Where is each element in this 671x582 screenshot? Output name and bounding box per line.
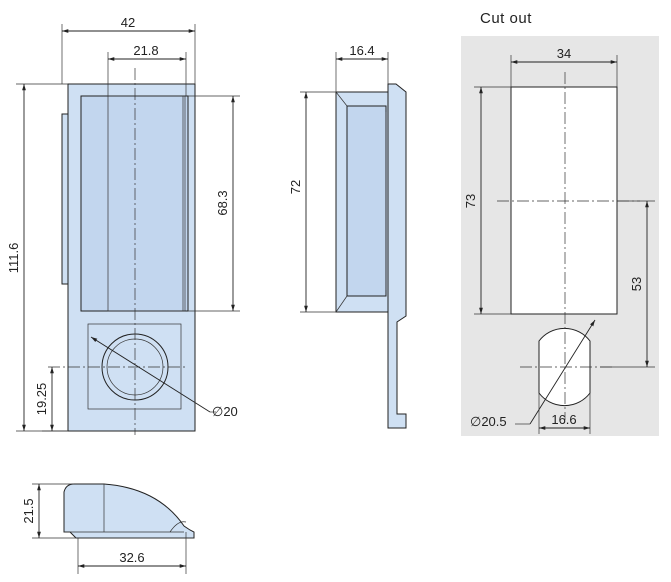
front-handle [107,95,186,312]
dim-bottom-height: 21.5 [21,498,36,523]
bottom-view: 21.5 32.6 [21,483,195,574]
dim-cutout-hole-diameter: ∅20.5 [470,414,507,429]
cutout-rect [510,86,618,315]
front-lock-square [87,323,182,410]
side-plate [387,83,407,429]
dim-front-hole-offset: 19.25 [34,383,49,416]
bottom-body [63,483,195,539]
dim-cutout-height: 73 [463,194,478,208]
front-pocket [80,95,189,312]
dim-cutout-flat-width: 16.6 [551,412,576,427]
dim-cutout-width: 34 [557,46,571,61]
dim-front-height: 111.6 [6,243,21,274]
dim-side-height: 72 [288,180,303,194]
cutout-view: Cut out 34 73 53 ∅20.5 16.6 [461,10,659,436]
dim-front-width: 42 [121,15,135,30]
dim-cutout-center-offset: 53 [629,277,644,291]
dim-bottom-length: 32.6 [119,550,144,565]
front-view: 42 21.8 111.6 68.3 19.25 ∅20 [6,15,240,435]
side-handle [346,105,387,297]
dim-side-depth: 16.4 [349,43,374,58]
cutout-title: Cut out [480,10,532,27]
dim-front-inner-height: 68.3 [215,190,230,215]
dim-front-hole-diameter: ∅20 [212,404,238,419]
side-view: 16.4 72 [288,43,407,429]
dim-front-inner-width: 21.8 [133,43,158,58]
